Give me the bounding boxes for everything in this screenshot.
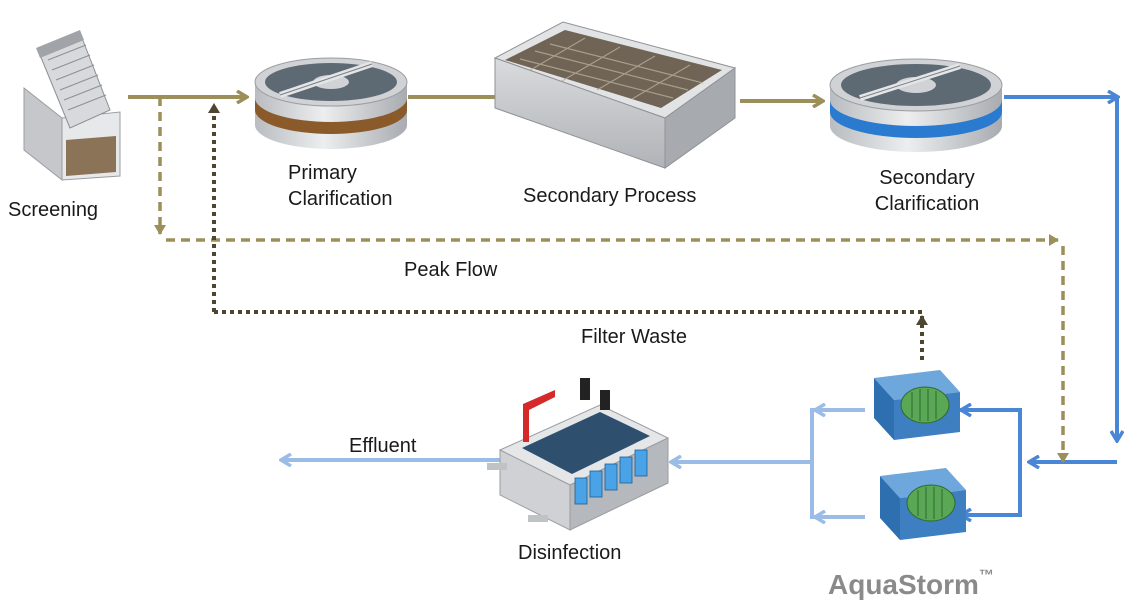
peak-flow-lines	[154, 97, 1069, 463]
filter-out-top	[810, 408, 865, 519]
label-primary-line2: Clarification	[288, 188, 393, 210]
brand-aquastorm: AquaStorm™	[828, 567, 994, 601]
label-primary-clarification: Primary Clarification	[288, 160, 398, 212]
brand-trademark: ™	[978, 567, 994, 584]
effluent-flow-lines	[282, 410, 865, 517]
label-primary-line1: Primary	[288, 162, 357, 184]
disinfection-unit-icon	[487, 378, 670, 531]
disk-filter-icon	[874, 370, 966, 540]
main-flow-lines	[128, 97, 822, 101]
label-secondary-clar-line2: Clarification	[874, 193, 980, 215]
disk-filter-top	[874, 370, 960, 440]
label-filter-waste: Filter Waste	[581, 326, 687, 348]
label-disinfection: Disinfection	[518, 542, 622, 564]
primary-clarifier-icon	[254, 57, 408, 149]
brand-name: AquaStorm	[828, 569, 979, 600]
label-secondary-clarification: Secondary Clarification	[862, 165, 992, 217]
secondary-clarifier-icon	[829, 58, 1003, 152]
label-effluent: Effluent	[349, 435, 417, 457]
label-secondary-clar-line1: Secondary	[879, 167, 975, 189]
flow-filter-manifold	[958, 408, 1022, 462]
label-peak-flow: Peak Flow	[404, 259, 498, 281]
label-secondary-process: Secondary Process	[523, 185, 697, 207]
disk-filter-bottom	[880, 468, 966, 540]
screening-icon	[23, 30, 121, 182]
secondary-basin-icon	[493, 21, 737, 169]
label-screening: Screening	[8, 199, 99, 221]
flow-filter-manifold-lower	[958, 462, 1022, 517]
filter-waste-lines	[208, 103, 928, 360]
blue-flow-lines	[958, 97, 1117, 515]
